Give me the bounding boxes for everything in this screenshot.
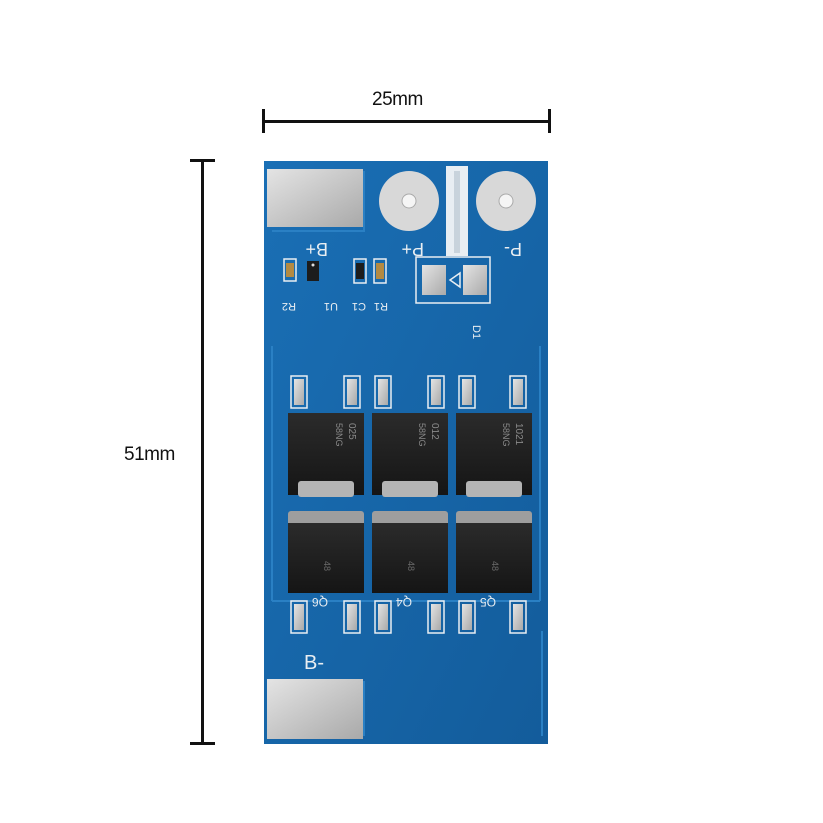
width-dimension-cap-left [262, 109, 265, 133]
r2-label: R2 [282, 300, 296, 312]
r1-outline [373, 258, 387, 284]
mosfet-marking-3: 1021 [513, 423, 524, 446]
mosfet-marking-2: 012 [429, 423, 440, 440]
mosfet-code-1: 58NG [334, 423, 344, 447]
d1-pad-left [422, 265, 446, 295]
b-plus-label: B+ [305, 239, 328, 259]
mosfet-bottom-right [456, 511, 532, 634]
c1-outline [353, 258, 367, 284]
mosfet-top-right [456, 375, 532, 497]
mosfet-code-6: 48 [490, 561, 500, 571]
pcb-board: B+ P+ P- B- R2 U1 C1 R1 D1 [264, 161, 548, 744]
mosfet-top-left [288, 375, 364, 497]
d1-pad-right [463, 265, 487, 295]
b-minus-pad [267, 679, 363, 739]
q4-label: Q4 [396, 595, 412, 609]
width-dimension-line [263, 120, 551, 123]
r1-resistor [376, 263, 384, 279]
mosfet-bottom-left [288, 511, 364, 634]
height-dimension-cap-top [190, 159, 215, 162]
mosfet-code-5: 48 [406, 561, 416, 571]
p-plus-label: P+ [401, 239, 424, 259]
q6-label: Q6 [312, 595, 328, 609]
mosfet-code-2: 58NG [417, 423, 427, 447]
mosfet-bottom-center [372, 511, 448, 634]
p-minus-hole [498, 193, 514, 209]
pad-divider-inner [454, 171, 460, 253]
height-dimension-line [201, 160, 204, 745]
d1-outline [415, 256, 491, 304]
trace-outline [272, 171, 365, 232]
mosfet-marking-1: 025 [346, 423, 357, 440]
width-dimension-label: 25mm [372, 89, 423, 110]
u1-pin-marker [311, 263, 315, 267]
height-dimension-cap-bottom [190, 742, 215, 745]
d1-diode-symbol [448, 271, 461, 289]
height-dimension-label: 51mm [124, 444, 175, 465]
r1-label: R1 [374, 300, 388, 312]
p-plus-hole [401, 193, 417, 209]
u1-label: U1 [324, 300, 338, 312]
mosfet-code-3: 58NG [501, 423, 511, 447]
r2-outline [283, 258, 297, 282]
r2-resistor [286, 263, 294, 277]
d1-label: D1 [470, 325, 482, 339]
p-minus-label: P- [504, 239, 522, 259]
trace-outline [271, 346, 541, 601]
u1-chip [307, 261, 319, 281]
width-dimension-cap-right [548, 109, 551, 133]
trace-outline [363, 631, 543, 736]
c1-capacitor [356, 263, 364, 279]
q5-label: Q5 [480, 595, 496, 609]
b-plus-pad [267, 169, 363, 227]
mosfet-code-4: 48 [322, 561, 332, 571]
b-minus-label: B- [304, 652, 324, 674]
c1-label: C1 [352, 300, 366, 312]
mosfet-top-center [372, 375, 448, 497]
